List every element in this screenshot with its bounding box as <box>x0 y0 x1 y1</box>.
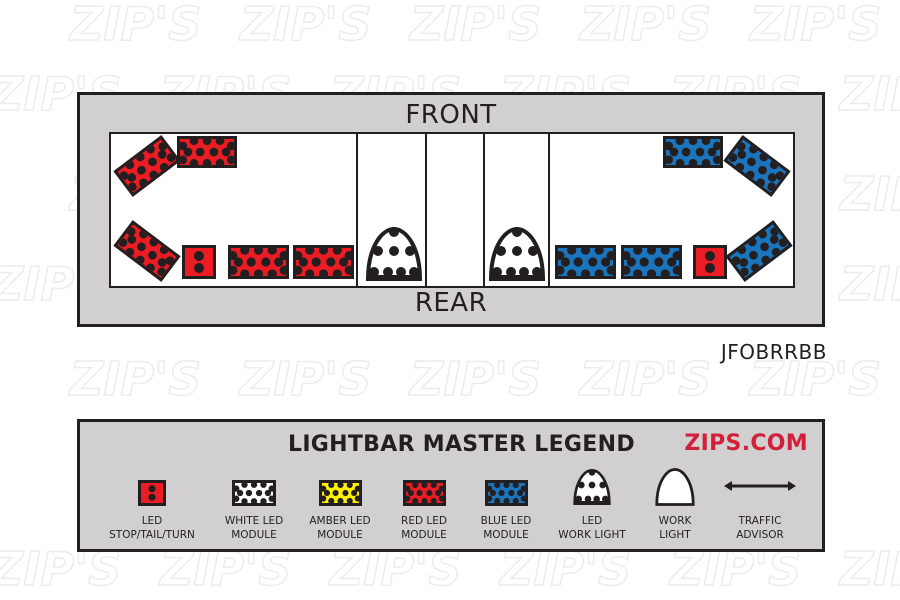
svg-text:ZIP'S: ZIP'S <box>408 352 541 406</box>
legend-label-line2: MODULE <box>483 529 529 541</box>
brand-link[interactable]: ZIPS.COM <box>684 431 808 456</box>
legend-item-traffic-advisor: TRAFFIC ADVISOR <box>700 466 820 541</box>
svg-text:ZIP'S: ZIP'S <box>68 0 201 51</box>
led-dots-icon <box>624 248 679 276</box>
section-divider <box>548 134 550 286</box>
svg-text:ZIP'S: ZIP'S <box>838 257 900 311</box>
blue-led-module-front-right <box>663 136 723 168</box>
led-dots-icon <box>231 248 286 276</box>
blue-led-module-rear-right-3 <box>555 245 616 279</box>
section-divider <box>356 134 358 286</box>
led-dots-icon <box>118 224 177 277</box>
svg-text:ZIP'S: ZIP'S <box>578 352 711 406</box>
red-led-module-rear-left-2 <box>228 245 289 279</box>
red-led-module-icon <box>402 480 446 506</box>
model-code: JFOBRRBB <box>720 340 827 364</box>
legend-label-line2: LIGHT <box>659 529 691 541</box>
rear-label: REAR <box>414 288 488 318</box>
blue-led-module-front-right-corner <box>723 135 791 197</box>
led-work-light-icon <box>487 227 547 281</box>
led-work-light-icon <box>572 468 612 506</box>
blue-led-module-rear-right-corner <box>725 220 793 282</box>
legend-label-line1: BLUE LED <box>480 515 532 527</box>
legend-item-red-led-module: RED LED MODULE <box>364 466 484 541</box>
led-dots-icon <box>728 139 787 192</box>
front-label: FRONT <box>405 100 497 130</box>
led-stop-tail-turn-rear-left <box>182 245 216 279</box>
legend-label-line1: TRAFFIC <box>738 515 782 527</box>
section-divider <box>425 134 427 286</box>
legend-label-line2: STOP/TAIL/TURN <box>109 529 195 541</box>
legend-item-blue-led-module: BLUE LED MODULE <box>446 466 566 541</box>
legend-label-line1: AMBER LED <box>309 515 371 527</box>
white-led-module-icon <box>232 480 276 506</box>
legend-label-line2: MODULE <box>401 529 447 541</box>
led-stop-tail-turn-rear-right <box>693 245 727 279</box>
svg-text:ZIP'S: ZIP'S <box>238 352 371 406</box>
legend-label-line2: MODULE <box>231 529 277 541</box>
legend-item-led-work-light: LED WORK LIGHT <box>532 466 652 541</box>
stop-tail-dots-icon <box>696 248 724 276</box>
lightbar-body <box>109 132 795 288</box>
legend-item-amber-led-module: AMBER LED MODULE <box>280 466 400 541</box>
led-dots-icon <box>180 139 234 165</box>
legend-label-line2: ADVISOR <box>736 529 784 541</box>
svg-text:ZIP'S: ZIP'S <box>838 167 900 221</box>
led-stop-tail-turn-icon <box>138 480 166 506</box>
red-led-module-rear-left-3 <box>293 245 354 279</box>
led-dots-icon <box>730 224 789 277</box>
work-light-icon <box>654 468 696 506</box>
stop-tail-dots-icon <box>185 248 213 276</box>
amber-led-module-icon <box>318 480 362 506</box>
led-work-light-rear-center-right <box>487 227 547 281</box>
red-led-module-front-left <box>177 136 237 168</box>
lightbar-legend: LIGHTBAR MASTER LEGEND ZIPS.COM LED STOP… <box>77 419 825 552</box>
svg-text:ZIP'S: ZIP'S <box>408 0 541 51</box>
legend-item-work-light: WORK LIGHT <box>615 466 735 541</box>
legend-item-stop-tail-turn: LED STOP/TAIL/TURN <box>92 466 212 541</box>
led-work-light-icon <box>364 227 424 281</box>
traffic-advisor-icon <box>724 480 796 492</box>
legend-label-line1: LED <box>581 515 603 527</box>
legend-label-line1: LED <box>141 515 163 527</box>
blue-led-module-rear-right-2 <box>621 245 682 279</box>
led-dots-icon <box>296 248 351 276</box>
svg-text:ZIP'S: ZIP'S <box>238 0 371 51</box>
svg-text:ZIP'S: ZIP'S <box>748 0 881 51</box>
red-led-module-rear-left-corner <box>113 220 181 282</box>
lightbar-diagram: FRONT REAR <box>77 92 825 327</box>
svg-text:ZIP'S: ZIP'S <box>838 542 900 596</box>
blue-led-module-icon <box>484 480 528 506</box>
legend-item-white-led-module: WHITE LED MODULE <box>194 466 314 541</box>
legend-title: LIGHTBAR MASTER LEGEND <box>288 432 635 457</box>
legend-label-line1: WORK <box>658 515 692 527</box>
svg-text:ZIP'S: ZIP'S <box>578 0 711 51</box>
red-led-module-front-left-corner <box>113 135 181 197</box>
section-divider <box>483 134 485 286</box>
led-work-light-rear-center-left <box>364 227 424 281</box>
led-dots-icon <box>118 139 177 192</box>
svg-text:ZIP'S: ZIP'S <box>838 67 900 121</box>
legend-label-line1: RED LED <box>401 515 447 527</box>
legend-label-line2: WORK LIGHT <box>558 529 626 541</box>
legend-label-line1: WHITE LED <box>224 515 284 527</box>
led-dots-icon <box>666 139 720 165</box>
legend-label-line2: MODULE <box>317 529 363 541</box>
led-dots-icon <box>558 248 613 276</box>
svg-text:ZIP'S: ZIP'S <box>68 352 201 406</box>
